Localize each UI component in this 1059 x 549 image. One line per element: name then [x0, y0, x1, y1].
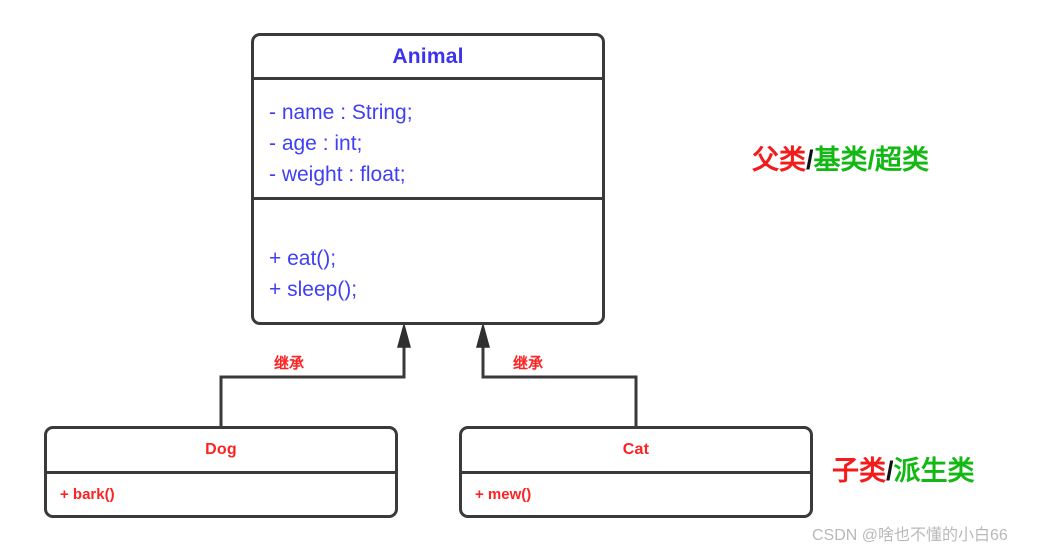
inheritance-arrowhead-dog: [397, 322, 411, 348]
methods-compartment-animal: + eat(); + sleep();: [254, 197, 602, 322]
method-row: + sleep();: [269, 278, 358, 301]
annotation-superclass-green: 基类/超类: [813, 145, 930, 175]
class-box-animal[interactable]: Animal - name : String; - age : int; - w…: [251, 33, 605, 325]
attributes-compartment-animal: - name : String; - age : int; - weight :…: [254, 77, 602, 197]
class-box-cat[interactable]: Cat + mew(): [459, 426, 813, 518]
inheritance-arrowhead-cat: [476, 322, 490, 348]
attribute-row: - name : String;: [269, 101, 413, 124]
class-name-cat: Cat: [622, 441, 650, 458]
annotation-superclass-slash: /: [806, 145, 814, 175]
method-row: + eat();: [269, 247, 337, 270]
annotation-subclass: 子类/派生类: [832, 449, 975, 488]
attribute-row: - age : int;: [269, 132, 363, 155]
annotation-superclass: 父类/基类/超类: [752, 138, 929, 177]
watermark: CSDN @啥也不懂的小白66: [812, 527, 1008, 544]
class-name-animal: Animal: [392, 44, 464, 68]
methods-compartment-dog: + bark(): [47, 471, 395, 515]
class-box-dog[interactable]: Dog + bark(): [44, 426, 398, 518]
annotation-subclass-red: 子类: [832, 456, 886, 486]
relation-label-cat: 继承: [513, 355, 544, 372]
inheritance-edge-dog: [219, 322, 411, 428]
relation-label-dog: 继承: [274, 355, 305, 372]
inheritance-edge-cat: [476, 322, 638, 428]
method-row: + mew(): [475, 486, 532, 503]
annotation-superclass-red: 父类: [752, 145, 806, 175]
attribute-row: - weight : float;: [269, 163, 406, 186]
class-name-dog: Dog: [205, 441, 237, 458]
annotation-subclass-slash: /: [886, 456, 894, 486]
annotation-subclass-green: 派生类: [893, 456, 975, 486]
method-row: + bark(): [60, 486, 115, 503]
methods-compartment-cat: + mew(): [462, 471, 810, 515]
